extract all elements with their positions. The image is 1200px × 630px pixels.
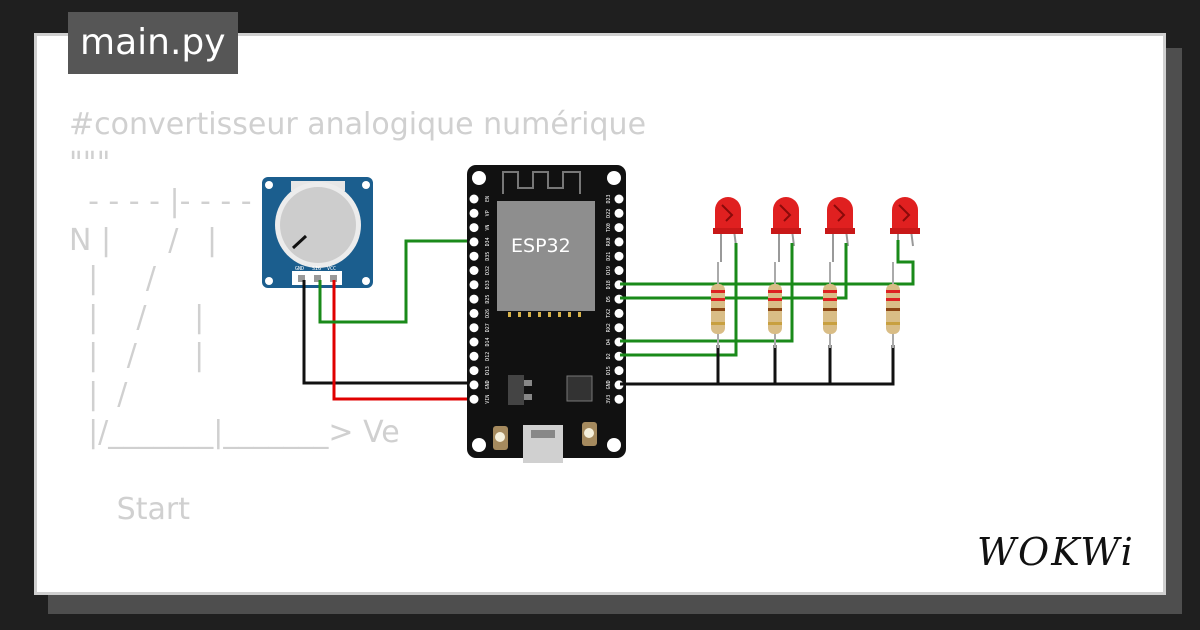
esp32-pin-label: D21 bbox=[606, 252, 612, 261]
esp32-pin-d33[interactable] bbox=[469, 280, 479, 290]
code-line: | / bbox=[69, 261, 156, 296]
esp32-pin-d21[interactable] bbox=[614, 251, 624, 261]
esp32-pin-d32[interactable] bbox=[469, 266, 479, 275]
esp32-pin-d34[interactable] bbox=[469, 237, 479, 247]
wire-d4-led2 bbox=[620, 243, 794, 343]
esp32-pin-d26[interactable] bbox=[469, 308, 479, 318]
esp32-pin-label: D27 bbox=[485, 323, 491, 332]
esp32-pin-label: D5 bbox=[606, 296, 612, 302]
code-line: | / | bbox=[69, 299, 205, 335]
wire-gnd-bus bbox=[620, 345, 895, 386]
esp32-pin-label: VP bbox=[485, 210, 491, 216]
esp32-pin-label: D35 bbox=[485, 252, 491, 261]
esp32-pin-label: D13 bbox=[485, 366, 491, 375]
esp32-pin-d22[interactable] bbox=[614, 208, 624, 218]
esp32-pin-label: RX2 bbox=[606, 323, 612, 332]
resistor-3[interactable] bbox=[823, 262, 837, 348]
esp32-pin-rx2[interactable] bbox=[614, 323, 624, 333]
esp32-pin-rx0[interactable] bbox=[614, 237, 624, 247]
wire-pot-sig bbox=[318, 239, 474, 324]
code-line: - - - - |- - - - bbox=[69, 184, 252, 219]
esp32-pin-label: GND bbox=[485, 380, 491, 389]
esp32-pin-gnd[interactable] bbox=[469, 380, 479, 390]
code-line: """ bbox=[69, 145, 111, 181]
led-1[interactable] bbox=[713, 197, 743, 262]
esp32-pin-label: D26 bbox=[485, 309, 491, 318]
esp32-pin-label: EN bbox=[485, 196, 491, 202]
pot-pin-gnd: GND bbox=[295, 266, 304, 272]
file-tab-main-py[interactable]: main.py bbox=[68, 12, 238, 74]
wokwi-logo-text: WOKWi bbox=[977, 530, 1135, 574]
esp32-pin-label: VIN bbox=[485, 395, 491, 404]
resistor-2[interactable] bbox=[768, 262, 782, 348]
esp32-pin-d12[interactable] bbox=[469, 351, 479, 361]
esp32-board[interactable]: ESP32 ENVPVND34D35D32D33D25D26D27D14D12D… bbox=[467, 165, 626, 463]
esp32-pin-label: D32 bbox=[485, 266, 491, 275]
esp32-label: ESP32 bbox=[511, 235, 571, 257]
esp32-pin-label: D25 bbox=[485, 295, 491, 304]
esp32-pin-label: D4 bbox=[606, 339, 612, 345]
esp32-pin-vin[interactable] bbox=[469, 394, 479, 404]
code-preview: #convertisseur analogique numérique""" -… bbox=[69, 106, 646, 530]
esp32-pin-d19[interactable] bbox=[614, 266, 624, 275]
esp32-pin-label: D22 bbox=[606, 209, 612, 218]
esp32-pin-label: TX2 bbox=[606, 309, 612, 318]
esp32-pin-label: GND bbox=[606, 380, 612, 389]
esp32-pin-label: 3V3 bbox=[606, 395, 612, 404]
esp32-pin-d14[interactable] bbox=[469, 337, 479, 347]
esp32-pin-d25[interactable] bbox=[469, 294, 479, 304]
esp32-pin-label: RX0 bbox=[606, 237, 612, 246]
esp32-pin-tx2[interactable] bbox=[614, 308, 624, 318]
esp32-pin-label: D34 bbox=[485, 237, 491, 246]
potentiometer[interactable]: GND SIG VCC bbox=[262, 177, 373, 288]
resistor-1[interactable] bbox=[711, 262, 725, 348]
wire-d5-led3 bbox=[620, 243, 848, 300]
pot-pin-sig: SIG bbox=[312, 266, 321, 272]
code-line: | / | bbox=[69, 338, 205, 373]
esp32-pin-3v3[interactable] bbox=[614, 394, 624, 404]
wire-d18-led4 bbox=[620, 240, 915, 286]
esp32-pin-label: D23 bbox=[606, 194, 612, 203]
esp32-pin-label: D18 bbox=[606, 280, 612, 289]
code-line: | / bbox=[69, 376, 128, 412]
esp32-pin-label: D19 bbox=[606, 266, 612, 275]
esp32-pin-d23[interactable] bbox=[614, 194, 624, 204]
code-line: Start bbox=[69, 492, 190, 527]
esp32-pin-label: TX0 bbox=[606, 223, 612, 232]
esp32-pin-label: D33 bbox=[485, 280, 491, 289]
wokwi-logo: WOKWi bbox=[977, 530, 1135, 574]
wire-pot-gnd bbox=[302, 280, 474, 385]
pot-pin-vcc: VCC bbox=[327, 266, 336, 272]
esp32-pin-d15[interactable] bbox=[614, 366, 624, 376]
esp32-pin-d35[interactable] bbox=[469, 251, 479, 261]
led-2[interactable] bbox=[771, 197, 801, 262]
resistor-4[interactable] bbox=[886, 262, 900, 348]
esp32-pin-vn[interactable] bbox=[469, 223, 479, 233]
code-line: |/_______|_______> Ve bbox=[69, 415, 400, 450]
code-line: N | / | bbox=[69, 222, 218, 258]
code-line: #convertisseur analogique numérique bbox=[69, 107, 647, 142]
esp32-pin-label: D2 bbox=[606, 353, 612, 359]
esp32-pin-en[interactable] bbox=[469, 194, 479, 204]
esp32-pin-d27[interactable] bbox=[469, 323, 479, 333]
esp32-pin-label: D12 bbox=[485, 352, 491, 361]
led-4[interactable] bbox=[890, 197, 920, 262]
esp32-pin-label: VN bbox=[485, 225, 491, 231]
esp32-pin-d13[interactable] bbox=[469, 366, 479, 376]
esp32-pin-label: D15 bbox=[606, 366, 612, 375]
esp32-pin-label: D14 bbox=[485, 337, 491, 346]
led-3[interactable] bbox=[825, 197, 855, 262]
esp32-pin-vp[interactable] bbox=[469, 208, 479, 218]
wire-pot-vcc bbox=[332, 280, 474, 401]
esp32-pin-tx0[interactable] bbox=[614, 223, 624, 233]
wire-d2-led1 bbox=[620, 243, 738, 357]
